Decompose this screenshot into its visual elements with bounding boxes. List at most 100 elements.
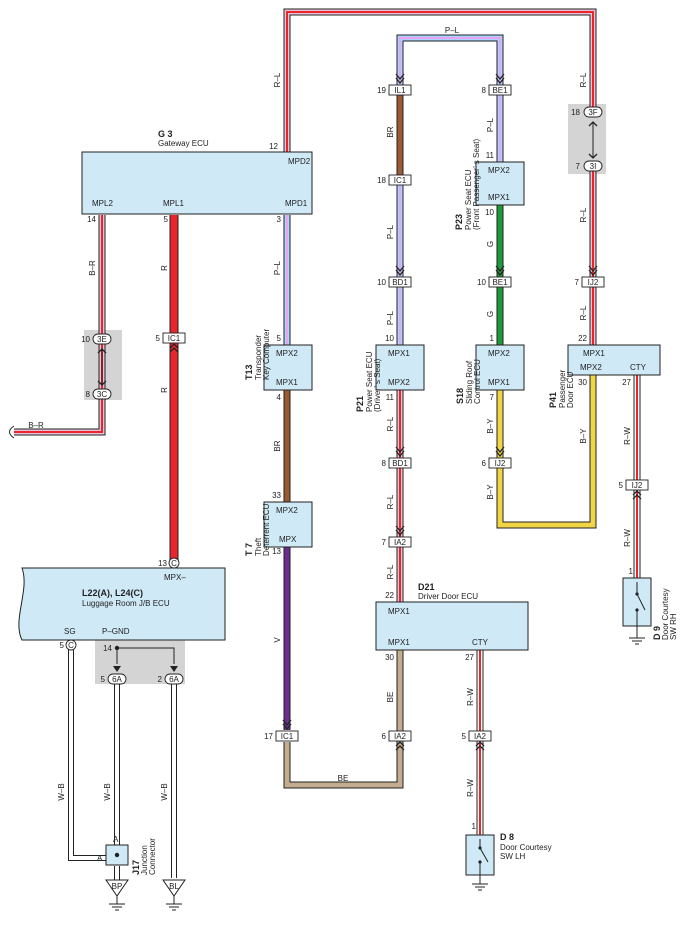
svg-text:P–L: P–L — [273, 260, 282, 275]
connector-c-sg: C — [65, 639, 77, 651]
p21-name2: (Driver’ s Seat) — [373, 358, 382, 412]
svg-text:5: 5 — [60, 641, 65, 650]
svg-text:17: 17 — [264, 732, 273, 741]
svg-text:4: 4 — [277, 393, 282, 402]
g3-pin-mpd1: MPD1 — [285, 199, 308, 208]
ground-bp — [105, 879, 129, 911]
p23-name2: (Front Passenger’ s Seat) — [472, 139, 481, 230]
svg-text:8: 8 — [482, 86, 487, 95]
d8-switch-symbol — [472, 839, 489, 891]
svg-text:IJ2: IJ2 — [495, 459, 506, 468]
svg-text:12: 12 — [269, 142, 278, 151]
svg-text:W–B: W–B — [57, 783, 66, 800]
svg-text:27: 27 — [465, 653, 474, 662]
svg-text:10: 10 — [485, 208, 494, 217]
pgnd-line — [117, 647, 175, 664]
connector-3f: 3F — [583, 106, 603, 118]
p23-pin1: MPX2 — [488, 166, 510, 175]
svg-text:R: R — [160, 387, 169, 393]
s18-name1: Sliding Roof — [465, 360, 474, 404]
t13-pin1: MPX2 — [276, 349, 298, 358]
svg-text:R–L: R–L — [579, 72, 588, 87]
pin-numbers: 12 14 5 3 5 4 33 13 19 18 10 10 11 8 7 2… — [60, 86, 634, 831]
svg-text:7: 7 — [575, 278, 580, 287]
d21-pin1: MPX1 — [388, 607, 410, 616]
svg-text:C: C — [68, 641, 74, 650]
p21-name1: Power Seat ECU — [365, 351, 374, 412]
svg-text:7: 7 — [576, 162, 581, 171]
connector-ia2-bottom-right: IA2 — [468, 730, 492, 742]
svg-text:R–W: R–W — [623, 529, 632, 547]
connector-be1-top: BE1 — [488, 84, 512, 96]
svg-text:18: 18 — [377, 176, 386, 185]
svg-text:8: 8 — [382, 459, 387, 468]
svg-text:B–R: B–R — [28, 421, 44, 430]
p41-name2: Door ECU — [566, 371, 575, 408]
svg-text:22: 22 — [385, 591, 394, 600]
svg-text:W–B: W–B — [103, 783, 112, 800]
svg-text:IA2: IA2 — [394, 538, 407, 547]
svg-text:BE1: BE1 — [492, 278, 508, 287]
svg-text:11: 11 — [486, 151, 495, 160]
svg-text:R–L: R–L — [273, 72, 282, 87]
t7-pin2: MPX — [279, 535, 297, 544]
t13-name2: Key Computer — [262, 329, 271, 380]
l22-box — [18, 567, 226, 641]
svg-text:V: V — [273, 637, 282, 643]
svg-text:22: 22 — [578, 334, 587, 343]
g3-code: G 3 — [158, 129, 173, 139]
svg-text:IJ2: IJ2 — [632, 481, 643, 490]
svg-text:7: 7 — [382, 538, 387, 547]
svg-text:BD1: BD1 — [392, 459, 408, 468]
svg-text:5: 5 — [156, 334, 161, 343]
svg-text:3F: 3F — [588, 108, 597, 117]
g3-gateway-ecu-box — [81, 151, 313, 215]
d9-name1: Door Courtesy — [661, 588, 670, 640]
svg-text:8: 8 — [86, 390, 91, 399]
l22-pin-mpx: MPX– — [164, 573, 186, 582]
p41-name1: Passenger — [558, 369, 567, 408]
d21-code: D21 — [418, 582, 435, 592]
svg-text:10: 10 — [81, 335, 90, 344]
connector-be1-mid: BE1 — [488, 276, 512, 288]
wire-be — [283, 650, 404, 789]
g3-name: Gateway ECU — [158, 139, 209, 148]
p41-pin2: MPX2 — [580, 363, 602, 372]
svg-text:R–L: R–L — [579, 207, 588, 222]
connector-ia2-bottom-left: IA2 — [388, 730, 412, 742]
svg-text:IA2: IA2 — [394, 732, 407, 741]
t7-name2: Deterrent ECU — [262, 503, 271, 556]
svg-text:BE: BE — [338, 774, 349, 783]
d9-switch-symbol — [629, 582, 646, 645]
connector-ic1-bottom: IC1 — [275, 730, 299, 742]
d9-name2: SW RH — [669, 613, 678, 640]
d21-name: Driver Door ECU — [418, 592, 478, 601]
wire-r-l-top — [283, 8, 597, 152]
d8-name2: SW LH — [500, 852, 526, 861]
svg-text:R–L: R–L — [386, 494, 395, 509]
svg-text:1: 1 — [490, 334, 495, 343]
svg-text:2: 2 — [158, 675, 163, 684]
p23-box — [475, 161, 525, 206]
connector-6a-left: 6A — [107, 673, 127, 685]
s18-pin1: MPX2 — [488, 349, 510, 358]
d8-code: D 8 — [500, 832, 514, 842]
t13-code: T13 — [244, 364, 254, 380]
svg-text:13: 13 — [158, 559, 167, 568]
p41-pin3: CTY — [630, 363, 647, 372]
svg-text:27: 27 — [622, 378, 631, 387]
svg-text:BR: BR — [386, 126, 395, 137]
connector-il1: IL1 — [388, 84, 412, 96]
t13-box — [263, 344, 313, 391]
svg-text:R: R — [160, 265, 169, 271]
svg-text:R–L: R–L — [386, 564, 395, 579]
svg-text:13: 13 — [272, 547, 281, 556]
b-r-wire-break — [9, 425, 15, 439]
ground-bl-label: BL — [169, 882, 179, 891]
l22-pin-sg: SG — [64, 627, 76, 636]
d9-code: D 9 — [652, 626, 662, 640]
wire-p-l-top — [396, 34, 504, 85]
svg-text:10: 10 — [377, 278, 386, 287]
